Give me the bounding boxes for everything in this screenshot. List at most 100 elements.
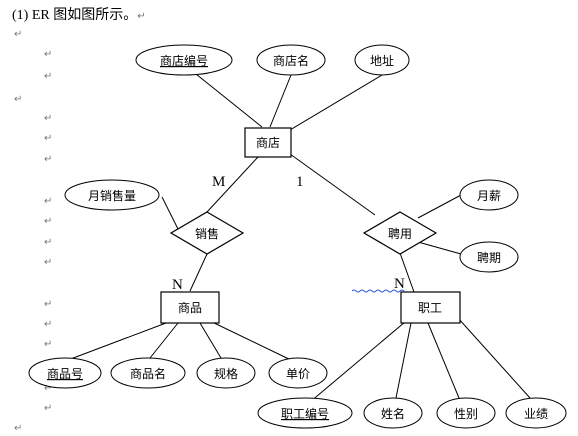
entity-employee-label: 职工 <box>418 301 442 315</box>
paragraph-mark: ↵ <box>44 257 53 268</box>
connector-name <box>395 322 412 399</box>
heading-text: (1) ER 图如图所示。↵ <box>12 4 146 24</box>
attribute-store-id-label: 商店编号 <box>160 53 208 68</box>
connector-store-employs <box>289 153 376 216</box>
connector-gender <box>427 322 460 399</box>
connector-address <box>289 74 383 131</box>
attribute-unit-price-label: 单价 <box>286 367 310 381</box>
relationship-employs: 聘用 <box>362 211 438 255</box>
paragraph-mark: ↵ <box>44 339 53 350</box>
connector-performance <box>457 317 531 399</box>
attribute-spec: 规格 <box>196 357 256 389</box>
attribute-monthly-salary: 月薪 <box>459 179 519 211</box>
attribute-ellipse <box>436 397 496 429</box>
attribute-performance-label: 业绩 <box>524 407 548 421</box>
relationship-diamond <box>362 211 438 255</box>
attribute-ellipse <box>459 241 519 273</box>
attribute-monthly-salary-label: 月薪 <box>477 189 501 203</box>
connector-unit-price <box>209 320 296 363</box>
connector-store-id <box>185 65 263 128</box>
connector-store-sells <box>206 156 259 213</box>
attribute-ellipse <box>110 357 186 389</box>
attribute-ellipse <box>354 44 410 76</box>
connector-spec <box>199 322 222 359</box>
attribute-ellipse <box>64 179 160 211</box>
paragraph-mark: ↵ <box>14 423 23 434</box>
paragraph-mark: ↵ <box>44 216 53 227</box>
entity-store: 商店 <box>244 127 292 158</box>
attribute-address-label: 地址 <box>370 54 394 68</box>
connector-lines <box>67 65 531 403</box>
attribute-name-label: 姓名 <box>381 406 405 421</box>
connector-monthly-sales <box>161 196 179 230</box>
paragraph-mark: ↵ <box>137 11 146 22</box>
attribute-hire-period: 聘期 <box>459 241 519 273</box>
paragraph-mark: ↵ <box>44 154 53 165</box>
attribute-ellipse <box>28 357 102 389</box>
connector-product-id <box>67 322 167 361</box>
attribute-gender-label: 性别 <box>454 407 478 421</box>
relationship-sells: 销售 <box>169 211 245 255</box>
paragraph-mark: ↵ <box>44 113 53 124</box>
connector-hire-period <box>417 241 462 255</box>
entity-employee: 职工 <box>400 291 461 324</box>
heading-label: (1) ER 图如图所示。 <box>12 8 138 23</box>
attribute-unit-price: 单价 <box>268 357 328 389</box>
attribute-store-name: 商店名 <box>256 44 326 76</box>
attribute-monthly-sales: 月销售量 <box>64 179 160 211</box>
entity-store-label: 商店 <box>256 135 280 150</box>
paragraph-mark: ↵ <box>44 237 53 248</box>
attribute-ellipse <box>363 397 423 429</box>
attribute-store-id: 商店编号 <box>135 44 233 76</box>
cardinality-sells-product: N <box>172 277 183 293</box>
entity-product-label: 商品 <box>178 300 202 315</box>
connector-store-name <box>269 74 292 128</box>
relationship-sells-label: 销售 <box>195 226 219 241</box>
connector-monthly-salary <box>417 194 462 219</box>
paragraph-mark: ↵ <box>44 133 53 144</box>
attribute-performance: 业绩 <box>505 397 567 429</box>
attribute-address: 地址 <box>354 44 410 76</box>
attribute-product-id-label: 商品号 <box>47 366 83 381</box>
attribute-store-name-label: 商店名 <box>273 53 309 68</box>
attribute-ellipse <box>135 44 233 76</box>
relationship-diamond <box>169 211 245 255</box>
cardinality-store-employs: 1 <box>296 174 304 190</box>
attribute-product-id: 商品号 <box>28 357 102 389</box>
attribute-name: 姓名 <box>363 397 423 429</box>
attribute-ellipse <box>505 397 567 429</box>
spellcheck-underline <box>351 289 405 293</box>
attribute-employee-id: 职工编号 <box>257 397 353 429</box>
attribute-product-name-label: 商品名 <box>130 366 166 381</box>
attribute-ellipse <box>459 179 519 211</box>
attribute-hire-period-label: 聘期 <box>477 251 501 265</box>
connector-product-name <box>149 322 179 359</box>
paragraph-mark: ↵ <box>14 29 23 40</box>
attribute-employee-id-label: 职工编号 <box>281 406 329 421</box>
entity-box <box>400 291 461 324</box>
attribute-ellipse <box>196 357 256 389</box>
entity-box <box>244 127 292 158</box>
attribute-ellipse <box>257 397 353 429</box>
attribute-product-name: 商品名 <box>110 357 186 389</box>
connector-employee-id <box>309 321 406 403</box>
attribute-monthly-sales-label: 月销售量 <box>88 188 136 203</box>
paragraph-mark: ↵ <box>44 319 53 330</box>
connector-employs-employee <box>399 252 415 293</box>
entity-box <box>160 291 220 324</box>
paragraph-mark: ↵ <box>14 94 23 105</box>
paragraph-mark: ↵ <box>44 196 53 207</box>
attribute-ellipse <box>256 44 326 76</box>
paragraph-mark: ↵ <box>44 383 53 394</box>
attribute-spec-label: 规格 <box>214 366 238 381</box>
paragraph-mark: ↵ <box>44 403 53 414</box>
cardinality-employs-employee: N <box>394 276 405 292</box>
connector-sells-product <box>189 253 208 292</box>
entity-product: 商品 <box>160 291 220 324</box>
paragraph-mark: ↵ <box>44 49 53 60</box>
paragraph-mark: ↵ <box>44 299 53 310</box>
relationship-employs-label: 聘用 <box>388 227 412 241</box>
cardinality-store-sells: M <box>212 174 225 190</box>
